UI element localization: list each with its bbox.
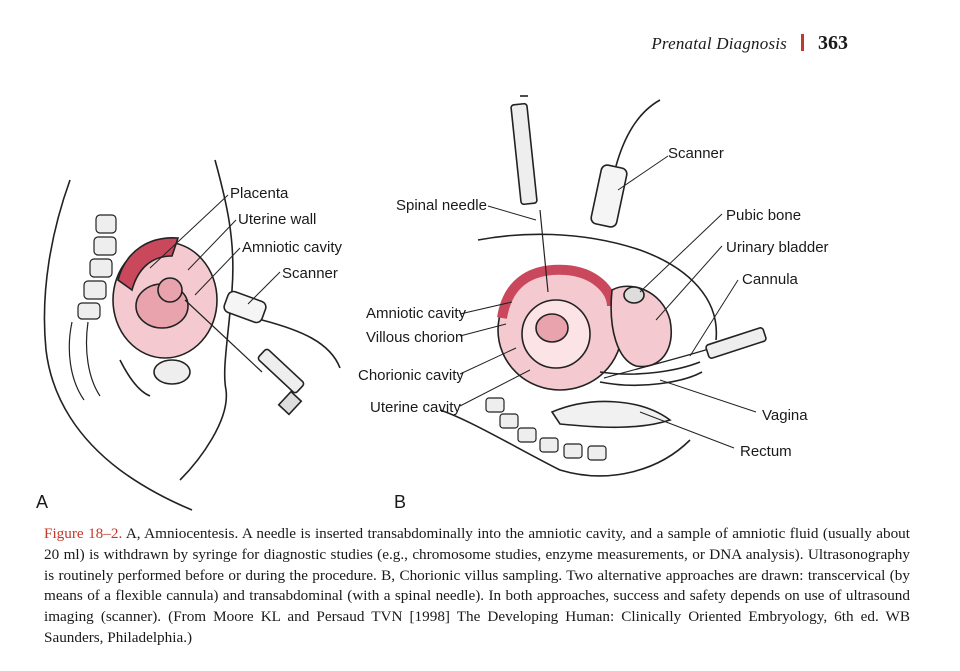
label-villous-chorion-b: Villous chorion: [366, 329, 463, 346]
panel-letter-b: B: [394, 492, 406, 512]
label-scanner-b: Scanner: [668, 145, 724, 162]
panel-a-illustration: [43, 159, 341, 511]
label-cannula-b: Cannula: [742, 271, 799, 288]
placenta: [117, 237, 180, 292]
sacrum-b: [485, 397, 607, 461]
villous-chorion-b: [497, 264, 617, 319]
label-amniotic-cavity-b: Amniotic cavity: [366, 305, 467, 322]
rectum-b: [550, 400, 672, 429]
panel-b-illustration: [439, 95, 767, 477]
label-chorionic-cavity-b: Chorionic cavity: [358, 367, 464, 384]
vertebral-column: [68, 214, 117, 401]
label-urinary-bladder-b: Urinary bladder: [726, 239, 829, 256]
urinary-bladder-a: [153, 359, 191, 385]
running-header: Prenatal Diagnosis 363: [651, 32, 848, 55]
panel-letter-a: A: [36, 492, 48, 512]
label-spinal-needle-b: Spinal needle: [396, 197, 487, 214]
body-outline-back: [43, 179, 193, 511]
scanner-a: [223, 290, 267, 324]
header-separator: [801, 34, 804, 51]
figure-caption: Figure 18–2. A, Amniocentesis. A needle …: [44, 524, 910, 649]
body-outline-front: [179, 159, 234, 481]
caption-text: A, Amniocentesis. A needle is inserted t…: [44, 525, 910, 646]
cannula-b: [603, 347, 713, 379]
syringe-a: [257, 348, 305, 394]
running-title: Prenatal Diagnosis: [651, 34, 787, 53]
urinary-bladder-b: [610, 285, 673, 368]
syringe-b: [510, 102, 538, 206]
label-vagina-b: Vagina: [762, 407, 808, 424]
needle-a: [184, 299, 263, 373]
label-rectum-b: Rectum: [740, 443, 792, 460]
label-placenta-a: Placenta: [230, 185, 289, 202]
figure-18-2: Placenta Uterine wall Amniotic cavity Sc…: [0, 80, 960, 520]
label-pubic-bone-b: Pubic bone: [726, 207, 801, 224]
spinal-needle-b: [539, 209, 549, 293]
abdomen-outline-b: [477, 233, 718, 341]
figure-label: Figure 18–2.: [44, 525, 123, 542]
scanner-b: [590, 164, 628, 228]
lower-outline-b: [439, 409, 691, 477]
label-uterine-cavity-b: Uterine cavity: [370, 399, 461, 416]
label-scanner-a: Scanner: [282, 265, 338, 282]
cannula-syringe-b: [705, 327, 767, 359]
label-uterine-wall-a: Uterine wall: [238, 211, 316, 228]
page-number: 363: [818, 32, 848, 54]
embryo-b: [535, 313, 569, 343]
vagina-b: [599, 361, 701, 375]
pubic-bone-b: [623, 286, 645, 304]
figure-illustration: Placenta Uterine wall Amniotic cavity Sc…: [36, 95, 829, 512]
label-amniotic-cavity-a: Amniotic cavity: [242, 239, 343, 256]
